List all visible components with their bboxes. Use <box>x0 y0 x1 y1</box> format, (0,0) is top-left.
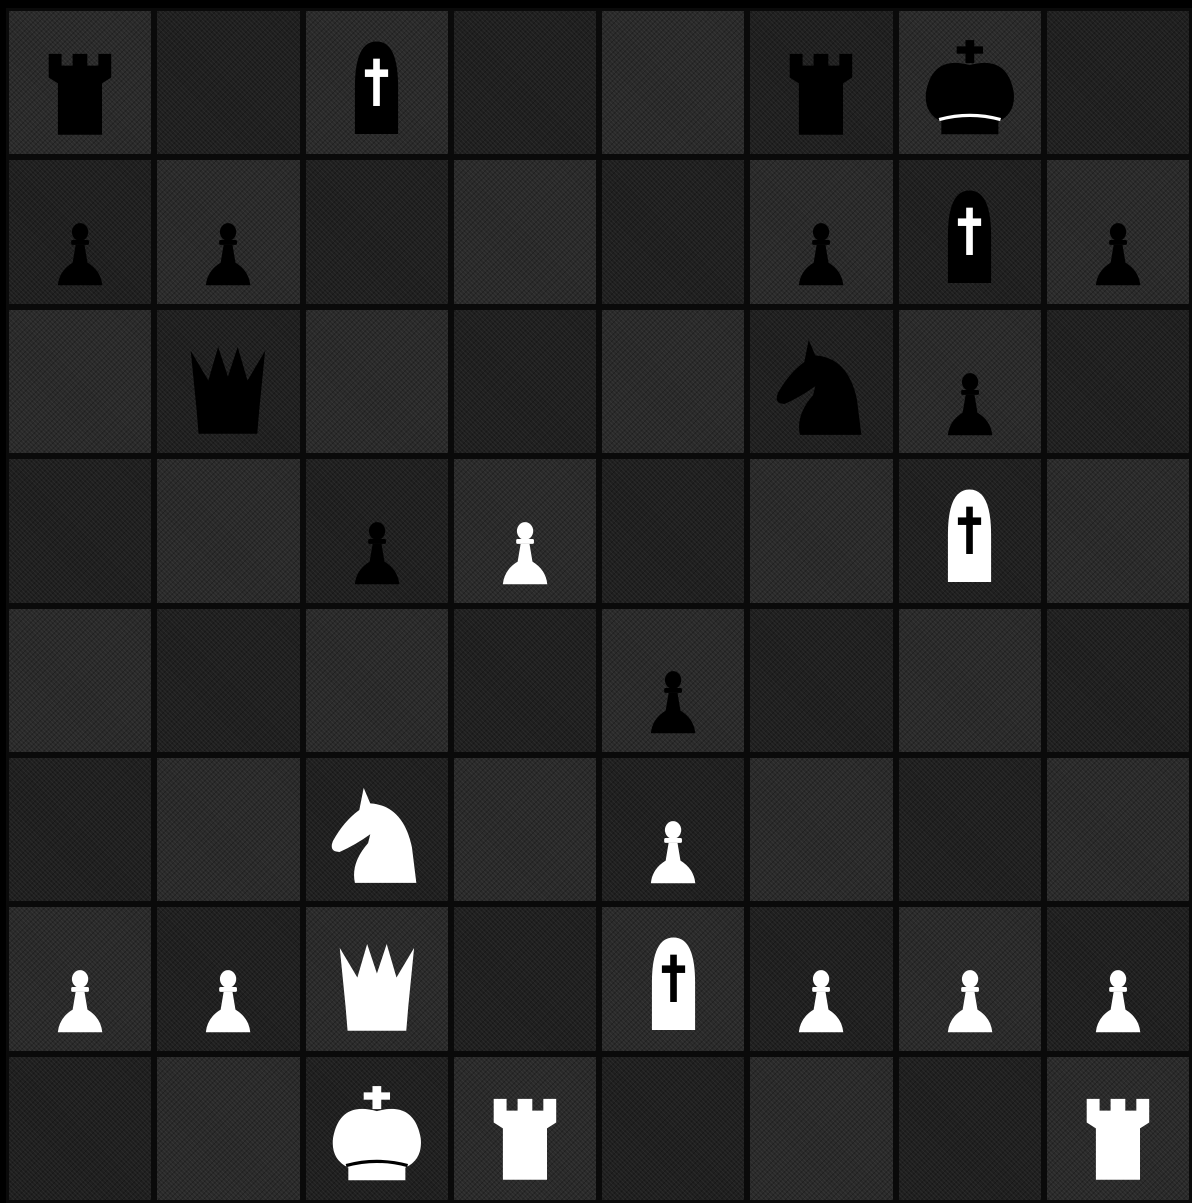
square-b3[interactable] <box>154 755 302 904</box>
pawn-icon <box>43 211 117 292</box>
square-d4[interactable] <box>451 606 599 755</box>
pawn-icon <box>43 958 117 1039</box>
black-pawn-b7[interactable] <box>191 211 265 292</box>
black-queen-b6[interactable] <box>179 343 277 442</box>
rook-icon <box>479 1089 571 1188</box>
square-h6[interactable] <box>1044 307 1192 456</box>
square-h5[interactable] <box>1044 456 1192 605</box>
square-b4[interactable] <box>154 606 302 755</box>
white-king-c1[interactable] <box>322 1084 432 1189</box>
knight-icon <box>322 779 432 890</box>
pawn-icon <box>784 211 858 292</box>
square-h4[interactable] <box>1044 606 1192 755</box>
square-f3[interactable] <box>747 755 895 904</box>
square-e1[interactable] <box>599 1054 747 1203</box>
square-a4[interactable] <box>6 606 154 755</box>
square-g4[interactable] <box>896 606 1044 755</box>
bishop-icon <box>335 35 418 143</box>
white-pawn-f2[interactable] <box>784 958 858 1039</box>
square-e7[interactable] <box>599 157 747 306</box>
black-pawn-f7[interactable] <box>784 211 858 292</box>
black-pawn-a7[interactable] <box>43 211 117 292</box>
rook-icon <box>775 44 867 143</box>
knight-icon <box>767 331 877 442</box>
black-king-g8[interactable] <box>915 38 1025 143</box>
pawn-icon <box>636 659 710 740</box>
pawn-icon <box>1081 211 1155 292</box>
square-h3[interactable] <box>1044 755 1192 904</box>
black-pawn-c5[interactable] <box>340 510 414 591</box>
white-pawn-e3[interactable] <box>636 809 710 890</box>
square-d3[interactable] <box>451 755 599 904</box>
square-e8[interactable] <box>599 8 747 157</box>
square-a3[interactable] <box>6 755 154 904</box>
square-d2[interactable] <box>451 904 599 1053</box>
square-g1[interactable] <box>896 1054 1044 1203</box>
bishop-icon <box>928 184 1011 292</box>
pawn-icon <box>1081 958 1155 1039</box>
white-bishop-g5[interactable] <box>928 483 1011 591</box>
white-rook-h1[interactable] <box>1072 1089 1164 1188</box>
square-h8[interactable] <box>1044 8 1192 157</box>
square-a6[interactable] <box>6 307 154 456</box>
queen-icon <box>179 343 277 442</box>
queen-icon <box>328 940 426 1039</box>
square-c4[interactable] <box>303 606 451 755</box>
king-icon <box>915 38 1025 143</box>
pawn-icon <box>488 510 562 591</box>
square-f1[interactable] <box>747 1054 895 1203</box>
black-knight-f6[interactable] <box>767 331 877 442</box>
pawn-icon <box>191 958 265 1039</box>
pawn-icon <box>340 510 414 591</box>
square-c6[interactable] <box>303 307 451 456</box>
black-pawn-e4[interactable] <box>636 659 710 740</box>
black-bishop-g7[interactable] <box>928 184 1011 292</box>
square-d6[interactable] <box>451 307 599 456</box>
pawn-icon <box>933 958 1007 1039</box>
white-pawn-a2[interactable] <box>43 958 117 1039</box>
bishop-icon <box>632 931 715 1039</box>
white-knight-c3[interactable] <box>322 779 432 890</box>
rook-icon <box>1072 1089 1164 1188</box>
black-rook-a8[interactable] <box>34 44 126 143</box>
square-g3[interactable] <box>896 755 1044 904</box>
white-pawn-d5[interactable] <box>488 510 562 591</box>
square-e5[interactable] <box>599 456 747 605</box>
square-b5[interactable] <box>154 456 302 605</box>
square-f4[interactable] <box>747 606 895 755</box>
chess-board <box>6 8 1192 1203</box>
pawn-icon <box>191 211 265 292</box>
square-f5[interactable] <box>747 456 895 605</box>
white-bishop-e2[interactable] <box>632 931 715 1039</box>
square-c7[interactable] <box>303 157 451 306</box>
black-bishop-c8[interactable] <box>335 35 418 143</box>
rook-icon <box>34 44 126 143</box>
black-pawn-g6[interactable] <box>933 361 1007 442</box>
white-pawn-g2[interactable] <box>933 958 1007 1039</box>
white-rook-d1[interactable] <box>479 1089 571 1188</box>
square-d8[interactable] <box>451 8 599 157</box>
pawn-icon <box>784 958 858 1039</box>
king-icon <box>322 1084 432 1189</box>
square-d7[interactable] <box>451 157 599 306</box>
square-a1[interactable] <box>6 1054 154 1203</box>
pawn-icon <box>933 361 1007 442</box>
white-pawn-b2[interactable] <box>191 958 265 1039</box>
bishop-icon <box>928 483 1011 591</box>
pawn-icon <box>636 809 710 890</box>
square-e6[interactable] <box>599 307 747 456</box>
square-b8[interactable] <box>154 8 302 157</box>
white-pawn-h2[interactable] <box>1081 958 1155 1039</box>
white-queen-c2[interactable] <box>328 940 426 1039</box>
black-pawn-h7[interactable] <box>1081 211 1155 292</box>
square-b1[interactable] <box>154 1054 302 1203</box>
square-a5[interactable] <box>6 456 154 605</box>
black-rook-f8[interactable] <box>775 44 867 143</box>
